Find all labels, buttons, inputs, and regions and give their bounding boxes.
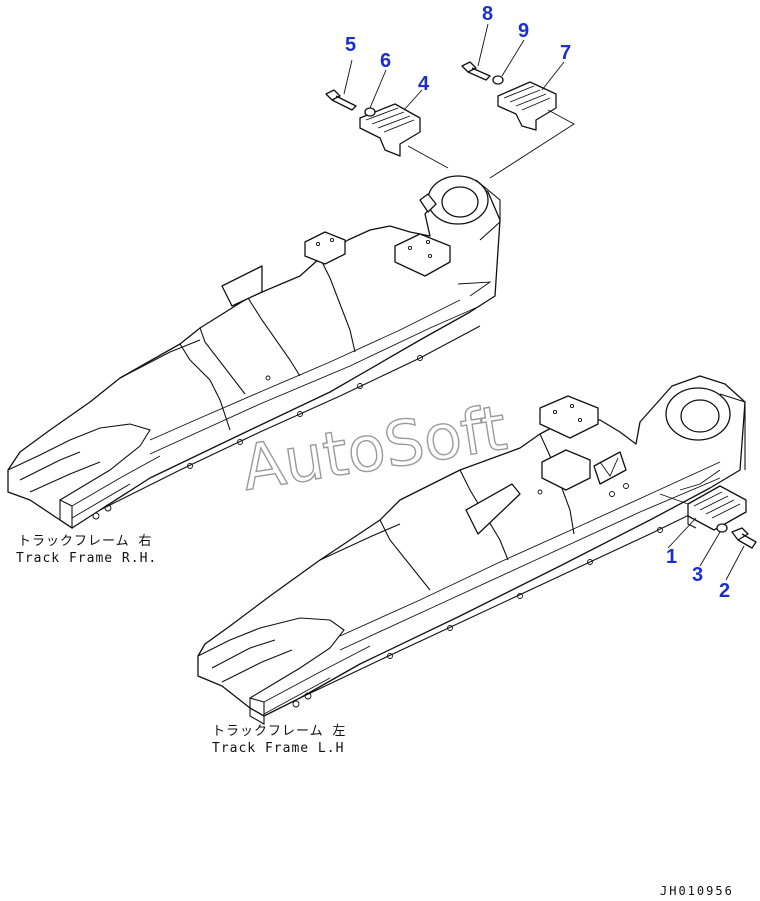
track-frame-lh-nose <box>197 617 345 699</box>
step-assembly-lower <box>659 485 757 549</box>
bolt-part-8 <box>461 61 491 81</box>
callout-6: 6 <box>380 50 391 72</box>
caption-rh-english: Track Frame R.H. <box>16 551 157 566</box>
track-frame-rh-nose <box>7 423 151 501</box>
washer-part-6 <box>364 107 376 117</box>
washer-part-9 <box>492 75 504 85</box>
callout-1: 1 <box>666 546 677 568</box>
captions: トラックフレーム 右 Track Frame R.H. トラックフレーム 左 T… <box>16 534 346 756</box>
callout-3: 3 <box>692 564 703 586</box>
callout-8: 8 <box>482 3 493 25</box>
callout-2: 2 <box>719 580 730 602</box>
document-id: JH010956 <box>660 884 734 898</box>
washer-part-3 <box>716 523 728 533</box>
callout-9: 9 <box>518 20 529 42</box>
callout-leaders <box>343 23 745 581</box>
caption-rh-japanese: トラックフレーム 右 <box>18 534 152 549</box>
step-assembly-upper <box>325 61 575 179</box>
track-frame-rh <box>7 175 501 530</box>
caption-lh-japanese: トラックフレーム 左 <box>212 724 346 739</box>
callout-5: 5 <box>345 34 356 56</box>
callout-labels: 1 2 3 4 5 6 7 8 9 <box>345 3 730 602</box>
caption-lh-english: Track Frame L.H <box>212 741 344 756</box>
bolt-part-5 <box>325 89 357 111</box>
callout-7: 7 <box>560 42 571 64</box>
callout-4: 4 <box>418 73 430 95</box>
bolt-part-2 <box>731 527 757 549</box>
track-frame-lh <box>197 375 746 725</box>
